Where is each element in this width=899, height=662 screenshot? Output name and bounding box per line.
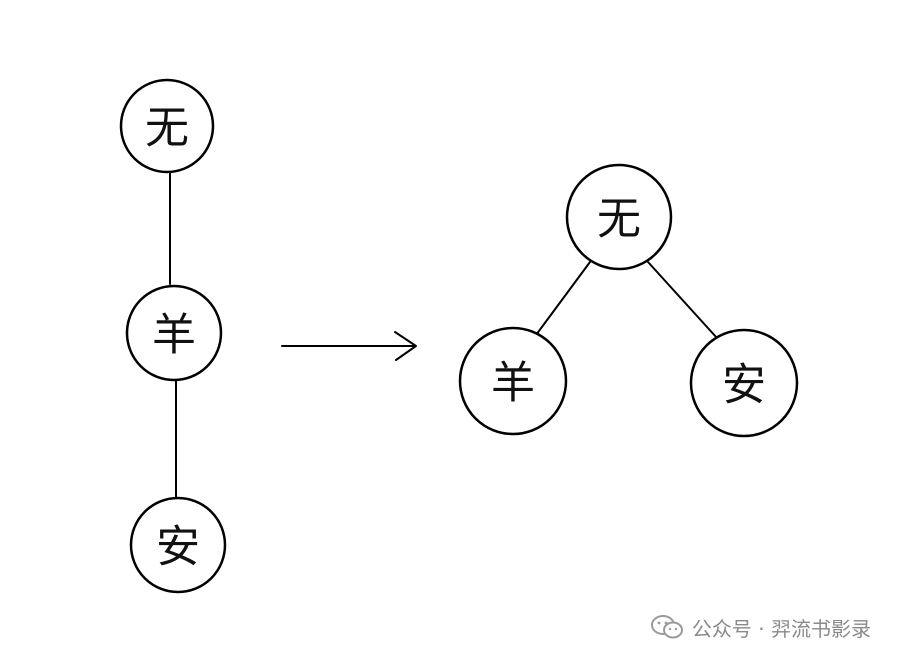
right-node-left: 羊	[458, 326, 568, 436]
left-node-mid: 羊	[125, 284, 223, 382]
right-node-right-label: 安	[722, 360, 766, 411]
left-node-bot: 安	[129, 496, 227, 594]
watermark: 公众号 · 羿流书影录	[650, 611, 871, 643]
transform-arrow	[281, 331, 417, 361]
watermark-text: 公众号 · 羿流书影录	[691, 616, 871, 641]
left-node-mid-label: 羊	[152, 310, 196, 361]
edge-right-root-left	[535, 261, 591, 336]
wechat-icon	[650, 615, 683, 639]
right-node-root-label: 无	[597, 194, 641, 245]
left-node-top-label: 无	[145, 103, 189, 154]
right-node-left-label: 羊	[491, 358, 535, 409]
right-node-root: 无	[565, 163, 673, 271]
left-node-top: 无	[119, 78, 215, 174]
right-node-right: 安	[689, 328, 799, 438]
left-node-bot-label: 安	[156, 522, 200, 573]
edge-right-root-right	[647, 261, 718, 339]
